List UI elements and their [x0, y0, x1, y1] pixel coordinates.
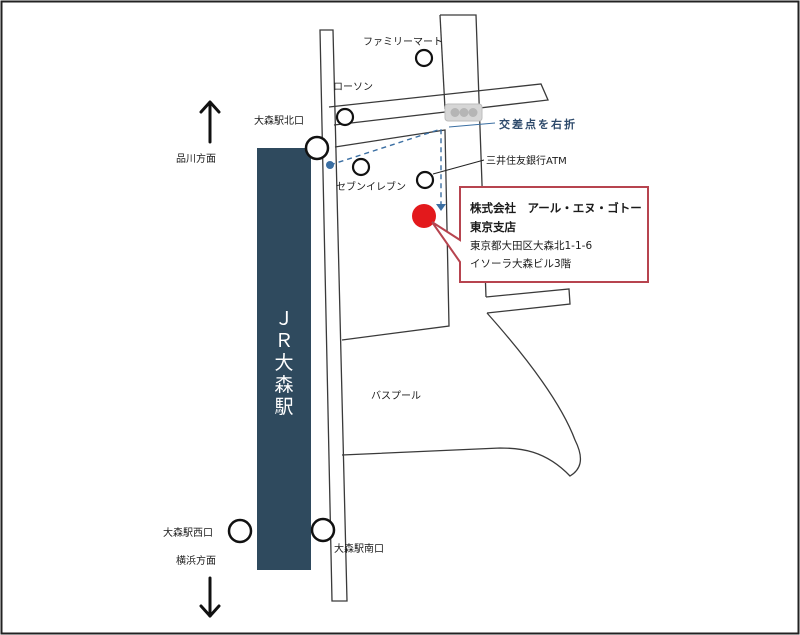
station-name-char: 森: [274, 374, 293, 396]
route-arrow-icon: [436, 204, 446, 211]
atm-marker-icon: [415, 170, 435, 190]
railway-road: [319, 29, 348, 602]
walking-route: [329, 128, 442, 205]
office-company-name: 株式会社 アール・エヌ・ゴトー: [470, 201, 642, 215]
station-name-char: 大: [274, 352, 293, 374]
station-name: Ｊ Ｒ 大 森 駅: [274, 308, 293, 418]
bus-pool-label: バスプール: [371, 390, 421, 402]
side-street: [485, 288, 571, 314]
office-callout: 株式会社 アール・エヌ・ゴトー 東京支店 東京都大田区大森北1-1-6 イソーラ…: [431, 186, 649, 283]
familymart-label: ファミリーマート: [363, 37, 443, 48]
destination-marker-icon: [412, 204, 436, 228]
north-arrow-icon: [199, 100, 221, 144]
route-start-dot-icon: [326, 161, 334, 169]
seven-eleven-label: セブンイレブン: [336, 180, 406, 193]
lawson-marker-icon: [335, 107, 355, 127]
station-name-char: Ｒ: [274, 330, 293, 352]
traffic-signal-icon: [444, 103, 483, 122]
seven-eleven-marker-icon: [351, 157, 371, 177]
office-building: イソーラ大森ビル3階: [470, 257, 572, 270]
diagonal-street: [328, 83, 549, 126]
south-arrow-icon: [199, 576, 221, 618]
bus-pool-edge: [341, 312, 582, 477]
main-road-west-edge-north: [439, 14, 446, 110]
direction-south-label: 横浜方面: [176, 554, 216, 567]
south-exit-marker-icon: [310, 517, 336, 543]
south-exit-label: 大森駅南口: [334, 542, 384, 555]
office-address: 東京都大田区大森北1-1-6: [470, 239, 592, 252]
atm-leader-line: [432, 159, 485, 175]
north-exit-label: 大森駅北口: [254, 114, 304, 127]
north-exit-marker-icon: [304, 135, 330, 161]
lawson-label: ローソン: [333, 82, 373, 93]
atm-label: 三井住友銀行ATM: [486, 154, 567, 167]
direction-north-label: 品川方面: [176, 152, 216, 165]
turn-leader-line: [448, 122, 496, 128]
west-exit-marker-icon: [227, 518, 253, 544]
familymart-marker-icon: [414, 48, 434, 68]
office-branch-name: 東京支店: [470, 220, 516, 234]
city-block: [334, 129, 450, 341]
station-name-char: 駅: [274, 396, 293, 418]
west-exit-label: 大森駅西口: [163, 526, 213, 539]
jr-omori-station: [257, 148, 311, 570]
turn-instruction-label: 交差点を右折: [499, 117, 577, 131]
station-name-char: Ｊ: [274, 308, 293, 330]
